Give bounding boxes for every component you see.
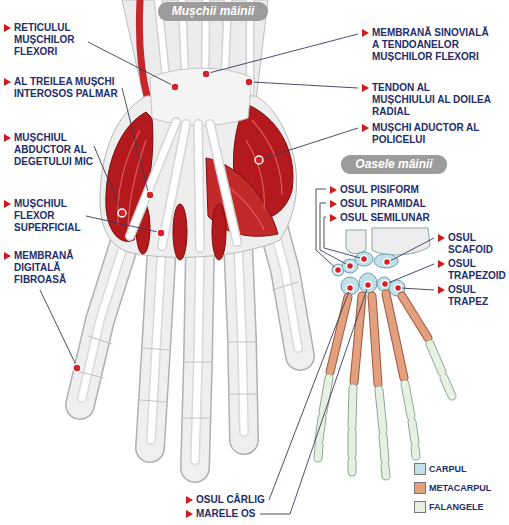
legend-swatch [414,482,426,494]
legend-swatch [414,463,426,475]
label-marker [330,214,337,222]
part-label: OSUL PISIFORM [330,184,419,196]
label-marker [330,200,337,208]
label-marker [438,234,445,242]
part-name: OSUL TRAPEZOID [448,258,504,282]
label-marker [186,510,193,518]
label-marker [362,124,369,132]
part-label: MUȘCHI ADUCTOR AL POLICELUI [362,122,494,146]
heading-band: Mușchii mâinii [158,2,269,21]
heading-text: Oasele mâinii [355,157,432,172]
part-label: MEMBRANĂ DIGITALĂ FIBROASĂ [4,250,86,286]
part-label: MUȘCHIUL FLEXOR SUPERFICIAL [4,198,96,234]
part-label: TENDON AL MUȘCHIULUI AL DOILEA RADIAL [362,82,494,118]
part-label: MEMBRANĂ SINOVIALĂ A TENDOANELOR MUȘCHIL… [362,27,494,63]
part-name: OSUL PISIFORM [340,184,419,196]
part-name: AL TREILEA MUȘCHI INTEROSOS PALMAR [14,76,122,100]
heading-text: Mușchii mâinii [172,4,255,19]
part-name: OSUL TRAPEZ [448,284,504,308]
legend-text: METACARPUL [429,482,491,494]
part-name: OSUL SCAFOID [448,232,504,256]
part-name: MUȘCHI ADUCTOR AL POLICELUI [372,122,494,146]
legend-swatch [414,501,426,513]
part-name: MEMBRANĂ DIGITALĂ FIBROASĂ [14,250,86,286]
part-name: MEMBRANĂ SINOVIALĂ A TENDOANELOR MUȘCHIL… [372,27,494,63]
part-name: OSUL CÂRLIG [196,494,265,506]
part-label: AL TREILEA MUȘCHI INTEROSOS PALMAR [4,76,122,100]
label-marker [438,260,445,268]
part-label: OSUL TRAPEZ [438,284,504,308]
part-label: OSUL SCAFOID [438,232,504,256]
label-marker [362,29,369,37]
legend-text: CARPUL [429,463,467,475]
part-label: RETICULUL MUȘCHILOR FLEXORI [4,22,94,58]
label-marker [362,84,369,92]
label-marker [4,24,11,32]
legend-text: FALANGELE [429,501,484,513]
part-name: MUȘCHIUL FLEXOR SUPERFICIAL [14,198,96,234]
part-label: OSUL CÂRLIG [186,494,265,506]
part-label: OSUL SEMILUNAR [330,212,430,224]
label-marker [4,78,11,86]
part-label: MARELE OS [186,508,255,520]
part-label: MUȘCHIUL ABDUCTOR AL DEGETULUI MIC [4,132,96,168]
heading-band: Oasele mâinii [341,155,446,174]
part-name: RETICULUL MUȘCHILOR FLEXORI [14,22,94,58]
label-marker [4,200,11,208]
label-marker [438,286,445,294]
part-name: MARELE OS [196,508,255,520]
label-marker [330,186,337,194]
part-name: TENDON AL MUȘCHIULUI AL DOILEA RADIAL [372,82,494,118]
part-name: MUȘCHIUL ABDUCTOR AL DEGETULUI MIC [14,132,96,168]
part-label: OSUL PIRAMIDAL [330,198,426,210]
part-name: OSUL SEMILUNAR [340,212,430,224]
part-label: OSUL TRAPEZOID [438,258,504,282]
part-name: OSUL PIRAMIDAL [340,198,426,210]
label-marker [4,134,11,142]
label-marker [4,252,11,260]
label-marker [186,496,193,504]
